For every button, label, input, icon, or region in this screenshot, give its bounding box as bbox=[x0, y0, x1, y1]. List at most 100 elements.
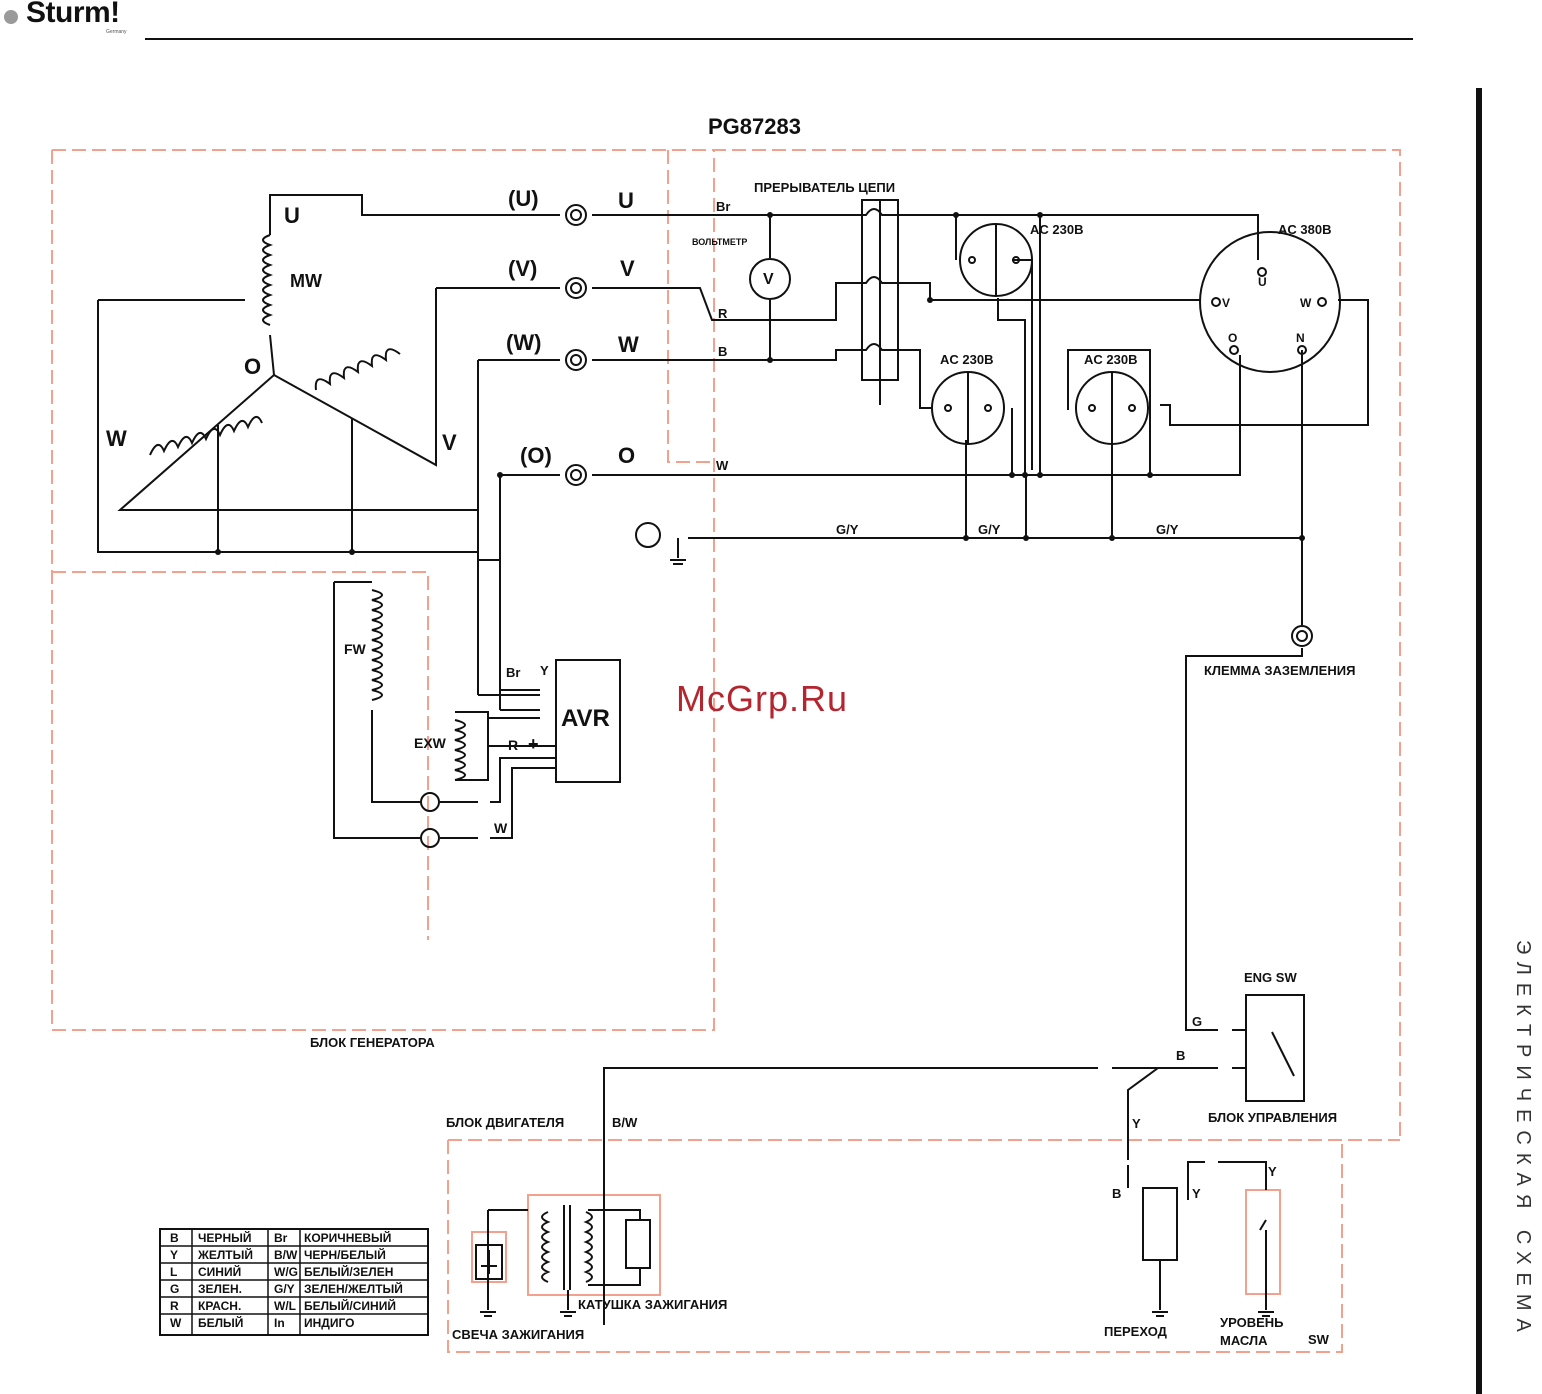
legend-cell: СИНИЙ bbox=[198, 1264, 241, 1279]
socket-ac230-top-label: AC 230В bbox=[1030, 222, 1083, 237]
watermark: McGrp.Ru bbox=[676, 678, 849, 719]
eng-switch-box bbox=[1245, 994, 1305, 1102]
section-title: ЭЛЕКТРИЧЕСКАЯ СХЕМА bbox=[1512, 940, 1534, 1340]
wire-r: R bbox=[718, 306, 728, 321]
legend-cell: L bbox=[170, 1265, 177, 1279]
legend-cell: W/L bbox=[274, 1299, 296, 1313]
legend-cell: ИНДИГО bbox=[304, 1316, 354, 1330]
spark-plug-box bbox=[475, 1244, 503, 1280]
legend-cell: ЧЕРН/БЕЛЫЙ bbox=[304, 1247, 386, 1262]
legend-cell: БЕЛЫЙ/СИНИЙ bbox=[304, 1298, 396, 1313]
winding-u: U bbox=[284, 203, 300, 228]
ignition-primary-icon bbox=[541, 1211, 551, 1283]
fw-coil-icon bbox=[371, 589, 383, 701]
ac380-pin-o: O bbox=[1228, 331, 1237, 345]
terminal-o bbox=[565, 464, 587, 486]
winding-o: O bbox=[244, 354, 261, 379]
legend-cell: B bbox=[170, 1231, 179, 1245]
transition-label: ПЕРЕХОД bbox=[1104, 1324, 1168, 1339]
control-wire-b2: B bbox=[1112, 1186, 1121, 1201]
legend-cell: G/Y bbox=[274, 1282, 295, 1296]
legend-cell: ЖЕЛТЫЙ bbox=[197, 1247, 253, 1262]
fw-brush-2 bbox=[420, 828, 440, 848]
brand-dot-icon bbox=[4, 10, 18, 24]
ground-terminal bbox=[1291, 625, 1313, 647]
avr-pin-br: Br bbox=[506, 665, 520, 680]
coil-resistor bbox=[625, 1219, 651, 1269]
socket-ac380-label: AC 380В bbox=[1278, 222, 1331, 237]
ac380-pin-n: N bbox=[1296, 331, 1305, 345]
wire-br: Br bbox=[716, 199, 730, 214]
ground-symbols bbox=[480, 1311, 1274, 1317]
terminals bbox=[420, 204, 1327, 848]
wire-gy-3: G/Y bbox=[1156, 522, 1179, 537]
label-v: V bbox=[620, 256, 635, 281]
excitation-block-outline bbox=[52, 571, 429, 940]
spark-plug-label: СВЕЧА ЗАЖИГАНИЯ bbox=[452, 1327, 584, 1342]
control-wire-y: Y bbox=[1132, 1116, 1141, 1131]
label-u: U bbox=[618, 188, 634, 213]
ac380-pin-w: W bbox=[1300, 296, 1312, 310]
avr-pin-r: R bbox=[508, 737, 518, 753]
transition-relay bbox=[1142, 1187, 1178, 1261]
legend-cell: ЗЕЛЕН/ЖЕЛТЫЙ bbox=[304, 1281, 403, 1296]
generator-block-label: БЛОК ГЕНЕРАТОРА bbox=[310, 1035, 435, 1050]
avr-label: AVR bbox=[561, 705, 610, 732]
legend-cell: ЗЕЛЕН. bbox=[198, 1282, 242, 1296]
breaker-zone-outline bbox=[667, 150, 714, 463]
oil-switch-icon bbox=[1259, 1219, 1267, 1246]
engine-wire-label: B/W bbox=[612, 1115, 638, 1130]
ignition-outlines bbox=[471, 1189, 1281, 1296]
legend-cell: W bbox=[170, 1316, 182, 1330]
wire-gy-2: G/Y bbox=[978, 522, 1001, 537]
generator-block-outline bbox=[52, 149, 1401, 1140]
wires bbox=[97, 194, 1369, 1325]
ground-stud-icon bbox=[635, 522, 661, 548]
legend-cell: Br bbox=[274, 1231, 288, 1245]
voltmeter-symbol: V bbox=[763, 271, 774, 288]
control-block-label: БЛОК УПРАВЛЕНИЯ bbox=[1208, 1110, 1337, 1125]
header-rule bbox=[145, 38, 1413, 40]
label-v-paren: (V) bbox=[508, 256, 537, 281]
eng-sw-label: ENG SW bbox=[1244, 970, 1297, 985]
legend-cell: Y bbox=[170, 1248, 178, 1262]
legend-cell: R bbox=[170, 1299, 179, 1313]
voltmeter-icon bbox=[749, 258, 791, 300]
legend-cell: БЕЛЫЙ/ЗЕЛЕН bbox=[304, 1264, 393, 1279]
legend-cell: ЧЕРНЫЙ bbox=[198, 1230, 251, 1245]
legend-cell: БЕЛЫЙ bbox=[198, 1315, 243, 1330]
brand-subtitle: Germany bbox=[106, 29, 127, 35]
wire-b: B bbox=[718, 344, 727, 359]
wire-w: W bbox=[716, 458, 729, 473]
socket-ac230-right-label: AC 230В bbox=[1084, 352, 1137, 367]
oil-level-label-box: УРОВЕНЬ МАСЛА bbox=[1220, 1315, 1284, 1348]
coil-windings bbox=[149, 234, 593, 1283]
socket-ac230-left-label: AC 230В bbox=[940, 352, 993, 367]
generator-block-frame bbox=[51, 150, 715, 1031]
ground-terminal-label: КЛЕММА ЗАЗЕМЛЕНИЯ bbox=[1204, 663, 1355, 678]
oil-sensor-outline bbox=[1245, 1189, 1281, 1295]
winding-mw: MW bbox=[290, 271, 322, 291]
junction-dots bbox=[215, 212, 1305, 555]
socket-ac380 bbox=[1199, 231, 1341, 373]
control-wire-y3: Y bbox=[1268, 1164, 1277, 1179]
control-wire-b: B bbox=[1176, 1048, 1185, 1063]
brand-name: Sturm! bbox=[26, 0, 120, 29]
label-o-paren: (O) bbox=[520, 443, 552, 468]
winding-v: V bbox=[442, 430, 457, 455]
label-w: W bbox=[618, 332, 639, 357]
avr-box bbox=[555, 659, 621, 783]
block-outlines bbox=[51, 149, 1401, 1353]
v-coil-icon bbox=[314, 348, 401, 391]
winding-w: W bbox=[106, 426, 127, 451]
engine-block-label: БЛОК ДВИГАТЕЛЯ bbox=[446, 1115, 564, 1130]
fw-brush-1 bbox=[420, 792, 440, 812]
model-title: PG87283 bbox=[708, 114, 801, 139]
engine-block-outline bbox=[447, 1140, 1343, 1353]
terminal-w bbox=[565, 349, 587, 371]
voltmeter-label: ВОЛЬТМЕТР bbox=[692, 237, 747, 247]
oil-level-label: УРОВЕНЬ МАСЛА bbox=[1220, 1315, 1284, 1348]
terminal-v bbox=[565, 277, 587, 299]
